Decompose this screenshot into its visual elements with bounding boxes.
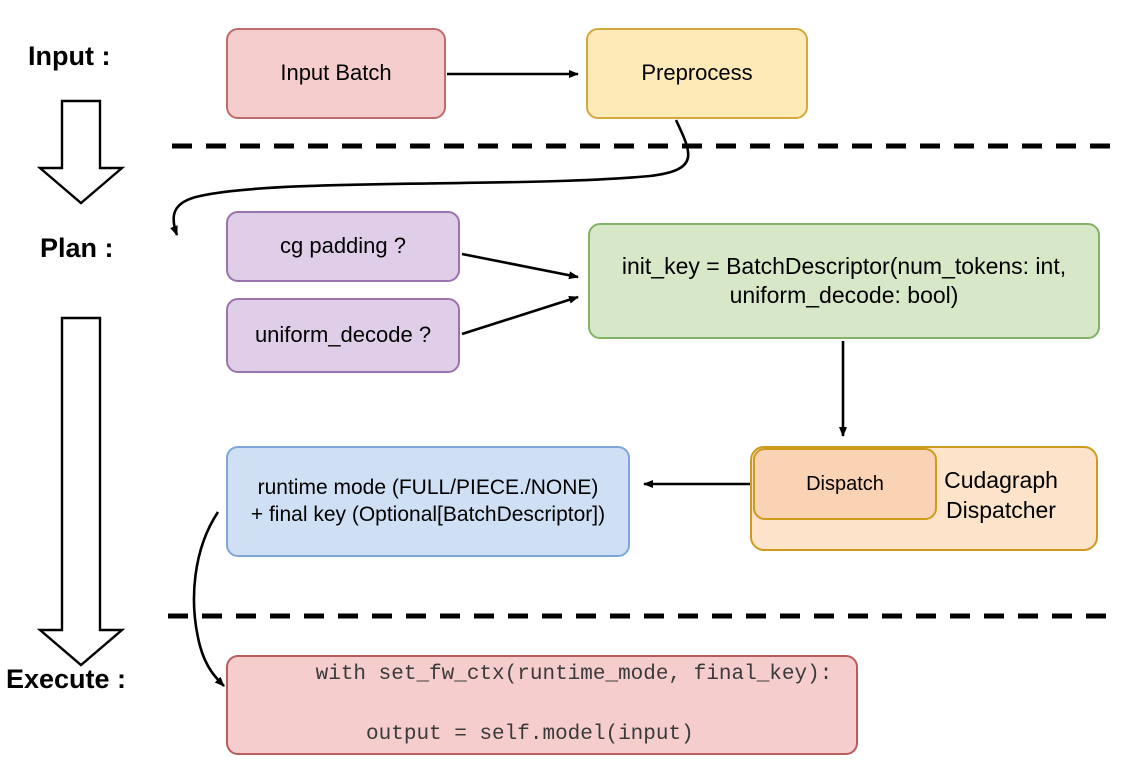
node-runtime-mode-line1: runtime mode (FULL/PIECE./NONE): [257, 475, 599, 499]
node-init-key-text: init_key = BatchDescriptor(num_tokens: i…: [590, 252, 1098, 311]
input-to-plan-arrow: [36, 99, 126, 205]
stage-label-execute: Execute :: [6, 664, 127, 694]
node-cudagraph-dispatcher-line1: Cudagraph: [944, 467, 1058, 493]
node-init-key[interactable]: init_key = BatchDescriptor(num_tokens: i…: [588, 223, 1100, 339]
node-uniform-decode[interactable]: uniform_decode ?: [226, 298, 460, 373]
stage-label-plan: Plan :: [40, 233, 114, 263]
node-preprocess-label: Preprocess: [641, 60, 753, 86]
node-input-batch[interactable]: Input Batch: [226, 28, 446, 119]
node-runtime-mode-line2: + final key (Optional[BatchDescriptor]): [250, 502, 606, 526]
node-cg-padding[interactable]: cg padding ?: [226, 211, 460, 282]
node-cudagraph-dispatcher-line2: Dispatcher: [946, 496, 1056, 523]
node-execute-code[interactable]: with set_fw_ctx(runtime_mode, final_key)…: [226, 655, 858, 755]
edge-runtime-mode-to-execute-code: [192, 511, 225, 687]
node-execute-code-line2: output = self.model(input): [315, 722, 694, 746]
edge-uniform-decode-to-init-key: [461, 295, 579, 336]
node-input-batch-label: Input Batch: [280, 60, 392, 86]
node-dispatch[interactable]: Dispatch: [753, 448, 937, 520]
node-dispatch-label: Dispatch: [806, 472, 884, 495]
plan-to-execute-arrow: [36, 316, 126, 667]
node-execute-code-text: with set_fw_ctx(runtime_mode, final_key)…: [228, 630, 856, 779]
node-runtime-mode[interactable]: runtime mode (FULL/PIECE./NONE) + final …: [226, 446, 630, 557]
node-cg-padding-label: cg padding ?: [280, 233, 406, 259]
node-uniform-decode-label: uniform_decode ?: [254, 322, 432, 348]
edge-cg-padding-to-init-key: [461, 252, 579, 280]
node-init-key-line1: init_key = BatchDescriptor(num_tokens: i…: [621, 252, 1067, 279]
node-cudagraph-dispatcher-text: Cudagraph Dispatcher: [916, 466, 1086, 526]
node-runtime-mode-text: runtime mode (FULL/PIECE./NONE) + final …: [228, 475, 628, 529]
stage-label-input: Input :: [28, 41, 111, 71]
node-preprocess[interactable]: Preprocess: [586, 28, 808, 119]
node-init-key-line2: uniform_decode: bool): [729, 282, 959, 308]
node-execute-code-line1: with set_fw_ctx(runtime_mode, final_key)…: [315, 663, 833, 687]
